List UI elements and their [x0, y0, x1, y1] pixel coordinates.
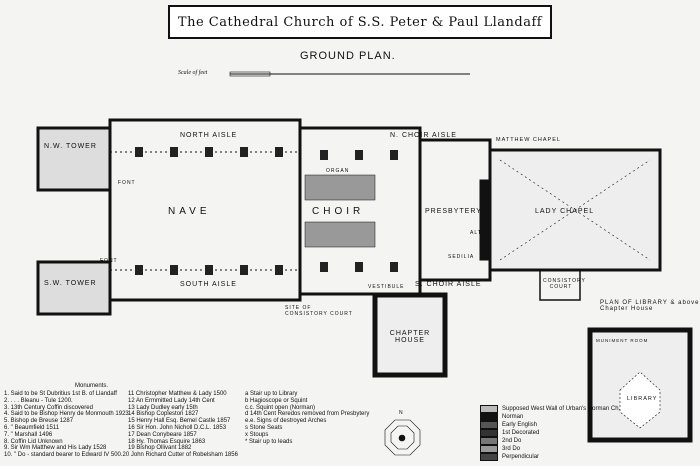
monument-item: 6. " Beaumfield 1511	[4, 424, 60, 431]
key-label: 1st Decorated	[502, 430, 540, 436]
key-row: Early English	[480, 421, 620, 429]
monuments-col2: 11 Christopher Matthew & Lady 1500 12 An…	[128, 391, 230, 452]
monument-item: 5. Bishop de Breuse 1287	[4, 418, 74, 425]
monument-item: 1. Said to be St Dubritius 1st B. of Lla…	[4, 391, 117, 397]
subtitle: GROUND PLAN.	[300, 50, 396, 62]
key-label: Supposed West Wall of Urban's Norman Ch.	[502, 406, 621, 412]
label-nave: NAVE	[168, 206, 211, 217]
key-row: 2nd Do	[480, 437, 620, 445]
monument-item: 9. Sir Wm Matthew and His Lady 1528	[4, 445, 107, 452]
key-row: 3rd Do	[480, 445, 620, 453]
label-font: FONT	[118, 180, 136, 186]
scale-label: Scale of feet	[178, 70, 208, 76]
label-library-plan: PLAN OF LIBRARY & above Chapter House	[600, 300, 700, 312]
key-row: Supposed West Wall of Urban's Norman Ch.	[480, 405, 620, 413]
label-consistory-court: CONSISTORY COURT	[543, 278, 586, 290]
monument-item: 12 An Ermmitted Lady 14th Cent	[128, 397, 215, 404]
key-swatch	[480, 413, 498, 421]
symbol-item: d 14th Cent Reredos removed from Presbyt…	[245, 411, 370, 418]
monument-item: 14 Bishop Copleston 1827	[128, 411, 199, 418]
key-swatch	[480, 445, 498, 453]
monument-item: 10. " Do - standard bearer to Edward IV …	[4, 452, 238, 459]
label-south-aisle: SOUTH AISLE	[180, 281, 237, 288]
symbol-item: s Stone Seats	[245, 424, 283, 431]
label-altar: ALTAR	[470, 230, 491, 236]
monument-item: 7. " Marshall 1496	[4, 431, 53, 438]
key-row: Perpendicular	[480, 453, 620, 461]
key-label: Early English	[502, 422, 538, 428]
sw-tower-shape	[36, 260, 112, 316]
monument-item: 11 Christopher Matthew & Lady 1500	[128, 391, 227, 397]
label-sedilia: SEDILIA	[448, 254, 475, 260]
monument-item: 15 Henry Hall Esq. Bemel Castle 1857	[128, 418, 231, 425]
monument-item: 2. . . . Bleanu - Tule 1200.	[4, 397, 73, 404]
monument-item: 19 Bishop Ollivant 1882	[128, 445, 192, 452]
label-nw-tower: N.W. TOWER	[44, 143, 97, 150]
library-plan	[587, 327, 693, 443]
symbol-item: a Stair up to Library	[245, 391, 298, 397]
key-swatch	[480, 421, 498, 429]
monument-item: 18 Hy. Thomas Esquire 1863	[128, 438, 206, 445]
monument-item: 3. 13th Century Coffin discovered	[4, 404, 93, 411]
key-label: 2nd Do	[502, 438, 522, 444]
label-presbytery: PRESBYTERY	[425, 208, 482, 215]
key-swatch	[480, 429, 498, 437]
label-consistory-site: SITE OF CONSISTORY COURT	[285, 305, 353, 317]
label-muniment-room: MUNIMENT ROOM	[596, 338, 649, 343]
symbol-item: * Stair up to leads	[245, 438, 293, 445]
scale-bar	[229, 71, 470, 77]
title-banner: The Cathedral Church of S.S. Peter & Pau…	[168, 5, 552, 39]
monument-item: 4. Said to be Bishop Henry de Monmouth 1…	[4, 411, 131, 418]
label-vestibule: VESTIBULE	[368, 284, 405, 290]
key-swatch	[480, 437, 498, 445]
monument-item: 17 Dean Conybeare 1857	[128, 431, 197, 438]
label-chapter-house: CHAPTER HOUSE	[389, 330, 431, 344]
label-font-2: FONT	[100, 258, 118, 264]
period-key: Supposed West Wall of Urban's Norman Ch.…	[480, 405, 620, 461]
label-organ: ORGAN	[326, 168, 350, 174]
key-swatch	[480, 405, 498, 413]
compass-octagon	[384, 419, 421, 456]
monument-item: 16 Sir Hon. John Nicholl D.C.L. 1853	[128, 424, 227, 431]
label-north-aisle: NORTH AISLE	[180, 132, 238, 139]
key-label: 3rd Do	[502, 446, 521, 452]
key-row: Norman	[480, 413, 620, 421]
label-choir: CHOIR	[312, 206, 365, 217]
nw-tower-shape	[36, 126, 112, 192]
label-s-choir-aisle: S. CHOIR AISLE	[415, 281, 482, 288]
monuments-col1: 1. Said to be St Dubritius 1st B. of Lla…	[4, 391, 238, 459]
symbol-item: b Hagioscope or Squint	[245, 397, 308, 404]
chapter-house-shape	[372, 292, 448, 378]
key-swatch	[480, 453, 498, 461]
label-library: LIBRARY	[627, 396, 658, 402]
title: The Cathedral Church of S.S. Peter & Pau…	[177, 14, 543, 30]
symbol-item: c.c. Squint open (Norman)	[245, 404, 316, 411]
key-label: Perpendicular	[502, 454, 540, 460]
symbol-item: x Stoups	[245, 431, 269, 438]
monuments-heading: Monuments.	[75, 383, 109, 389]
monument-item: 13 Lady Dudley early 15th	[128, 404, 198, 411]
label-n-choir-aisle: N. CHOIR AISLE	[390, 132, 457, 139]
compass-letter: N	[399, 410, 404, 416]
label-sw-tower: S.W. TOWER	[44, 280, 97, 287]
symbols-list: a Stair up to Library b Hagioscope or Sq…	[245, 391, 369, 445]
key-row: 1st Decorated	[480, 429, 620, 437]
ground-plan	[36, 118, 662, 378]
label-matthew-chapel: MATTHEW CHAPEL	[496, 137, 561, 143]
symbol-item: e.e. Signs of destroyed Arches	[245, 418, 327, 425]
monument-item: 8. Coffin Lid Unknown	[4, 438, 63, 445]
label-lady-chapel: LADY CHAPEL	[535, 208, 595, 215]
key-label: Norman	[502, 414, 524, 420]
